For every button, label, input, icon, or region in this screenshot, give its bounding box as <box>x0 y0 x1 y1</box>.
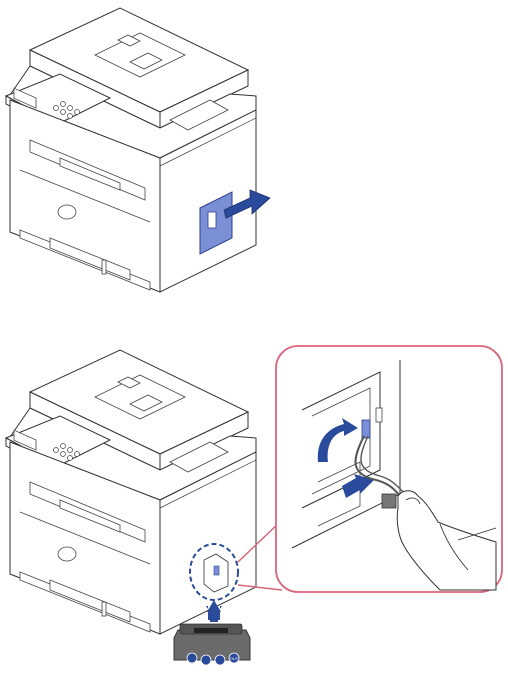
printer-icon <box>6 350 256 634</box>
out-label: OUT <box>230 656 239 661</box>
step-2-connect-cable: OUT <box>6 346 502 665</box>
step-1-remove-side-cover <box>6 8 270 292</box>
zoom-callout <box>276 346 502 592</box>
cable-module: OUT <box>174 624 250 665</box>
printer-icon <box>6 8 256 292</box>
